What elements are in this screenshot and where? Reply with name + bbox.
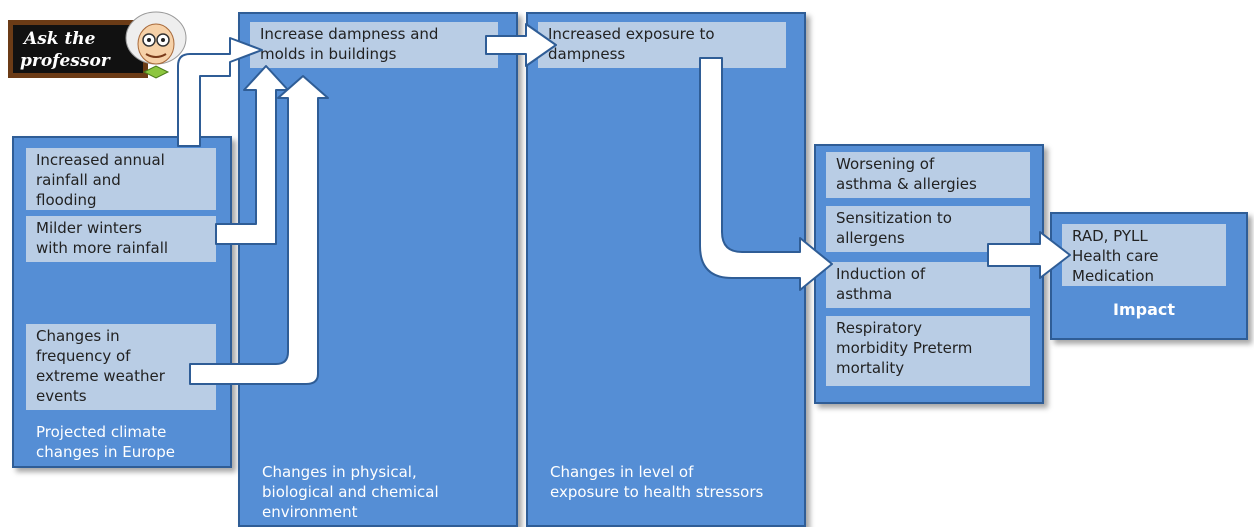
box-changes-extreme-weather: Changes in frequency of extreme weather …: [26, 324, 216, 410]
arrow-dampness-to-exposure: [485, 23, 557, 67]
box-milder-winters: Milder winters with more rainfall: [26, 216, 216, 262]
label-projected-climate-changes: Projected climate changes in Europe: [36, 423, 175, 461]
box-sensitization-allergens: Sensitization to allergens: [826, 206, 1030, 252]
arrow-health-to-impact: [987, 231, 1071, 279]
box-induction-asthma: Induction of asthma: [826, 262, 1030, 308]
box-increase-dampness-molds: Increase dampness and molds in buildings: [250, 22, 498, 68]
arrow-winters-to-dampness: [215, 65, 289, 245]
arrow-extreme-weather-to-dampness: [189, 75, 329, 385]
box-rad-pyll: RAD, PYLL Health care Medication: [1062, 224, 1226, 286]
label-exposure-level: Changes in level of exposure to health s…: [550, 463, 764, 501]
box-increased-annual-rainfall: Increased annual rainfall and flooding: [26, 148, 216, 210]
logo-text-line2: professor: [20, 51, 111, 71]
label-impact: Impact: [1112, 300, 1175, 319]
box-respiratory-morbidity: Respiratory morbidity Preterm mortality: [826, 316, 1030, 386]
professor-cartoon-icon: [125, 11, 187, 79]
logo-text-line1: Ask the: [22, 29, 96, 49]
box-increased-exposure-dampness: Increased exposure to dampness: [538, 22, 786, 68]
label-physical-environment: Changes in physical, biological and chem…: [262, 463, 439, 521]
arrow-rainfall-to-dampness: [177, 37, 263, 147]
box-worsening-asthma: Worsening of asthma & allergies: [826, 152, 1030, 198]
ask-the-professor-logo: Ask the professor: [6, 6, 206, 84]
arrow-exposure-to-health: [699, 57, 833, 291]
